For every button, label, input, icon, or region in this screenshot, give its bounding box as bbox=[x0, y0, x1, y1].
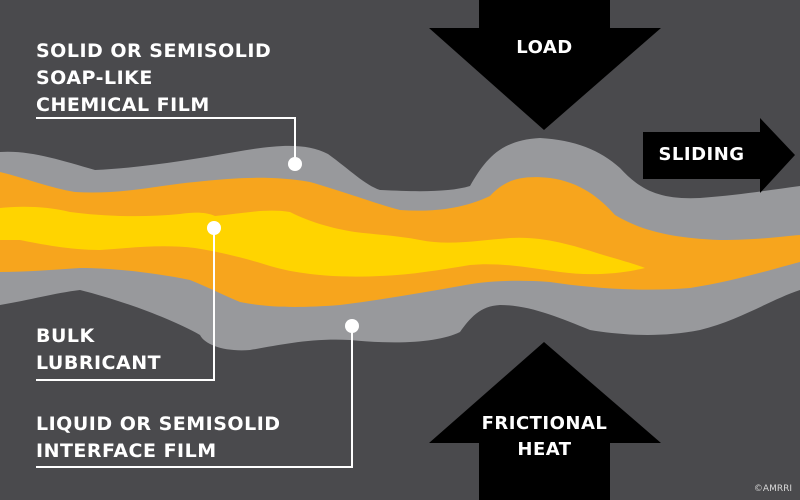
sliding-arrow bbox=[643, 118, 795, 193]
leader-dot-interface-film bbox=[345, 319, 359, 333]
bulk-lubricant-label: BULK LUBRICANT bbox=[36, 323, 161, 377]
soap-film-label: SOLID OR SEMISOLID SOAP-LIKE CHEMICAL FI… bbox=[36, 38, 271, 119]
interface-film-label: LIQUID OR SEMISOLID INTERFACE FILM bbox=[36, 411, 281, 465]
leader-line-soap-film bbox=[36, 117, 296, 164]
leader-dot-soap-film bbox=[288, 157, 302, 171]
bulk-lubricant-label-line-1: BULK bbox=[36, 325, 95, 347]
lubricant-core bbox=[0, 206, 645, 277]
leader-dot-bulk-lubricant bbox=[207, 221, 221, 235]
sliding-arrow-label: SLIDING bbox=[658, 144, 745, 165]
interface-film-label-line-1: LIQUID OR SEMISOLID bbox=[36, 413, 281, 435]
soap-film-label-line-2: SOAP-LIKE bbox=[36, 67, 153, 89]
soap-film-label-line-3: CHEMICAL FILM bbox=[36, 94, 210, 116]
frictional-heat-label-line-1: FRICTIONAL bbox=[481, 413, 608, 434]
load-arrow-label: LOAD bbox=[516, 37, 573, 58]
soap-film-label-line-1: SOLID OR SEMISOLID bbox=[36, 40, 272, 62]
frictional-heat-label-line-2: HEAT bbox=[517, 439, 572, 460]
interface-film-label-line-2: INTERFACE FILM bbox=[36, 440, 217, 462]
leader-line-interface-film bbox=[36, 326, 353, 468]
frictional-heat-arrow bbox=[429, 342, 661, 500]
frictional-heat-arrow-label: FRICTIONAL HEAT bbox=[479, 411, 610, 463]
load-arrow bbox=[429, 0, 661, 130]
bulk-lubricant-label-line-2: LUBRICANT bbox=[36, 352, 162, 374]
copyright-credit: ©AMRRI bbox=[753, 484, 792, 494]
leader-line-bulk-lubricant bbox=[36, 228, 215, 381]
